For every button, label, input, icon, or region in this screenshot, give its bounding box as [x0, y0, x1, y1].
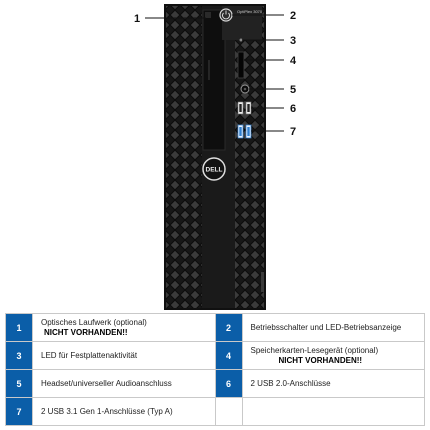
callout-4: 4: [290, 55, 297, 67]
left-grille: [166, 6, 202, 308]
callout-1: 1: [134, 13, 140, 25]
legend-number: 3: [5, 341, 33, 370]
usb2-ports: [237, 101, 252, 115]
legend-number-empty: [214, 397, 243, 426]
optical-drive-bay: [202, 9, 226, 151]
legend-description: Optisches Laufwerk (optional) NICHT VORH…: [32, 313, 216, 342]
callout-2: 2: [290, 10, 296, 22]
legend-text: LED für Festplattenaktivität: [41, 350, 138, 360]
legend-row: 7 2 USB 3.1 Gen 1-Anschlüsse (Typ A): [5, 397, 425, 426]
right-grille: [235, 6, 264, 308]
legend-note: NICHT VORHANDEN!!: [278, 355, 363, 365]
legend-row: 3 LED für Festplattenaktivität 4 Speiche…: [5, 341, 425, 370]
legend-number: 6: [214, 369, 243, 398]
legend-row: 5 Headset/universeller Audioanschluss 6 …: [5, 369, 425, 398]
legend-text: 2 USB 2.0-Anschlüsse: [250, 378, 331, 388]
power-symbol-icon: [222, 12, 230, 20]
computer-front-view-diagram: OptiPlex 3070 DELL 1 2 3: [134, 4, 297, 310]
legend-description-empty: [241, 397, 425, 426]
legend-description: 2 USB 3.1 Gen 1-Anschlüsse (Typ A): [32, 397, 216, 426]
usb3-ports: [237, 124, 252, 139]
callout-7: 7: [290, 126, 296, 138]
callout-3: 3: [290, 35, 296, 47]
legend-number: 1: [5, 313, 33, 342]
legend-table: 1 Optisches Laufwerk (optional) NICHT VO…: [5, 313, 425, 426]
brand-text: DELL: [206, 167, 223, 174]
legend-number: 2: [214, 313, 243, 342]
side-latch: [261, 272, 264, 292]
legend-number: 7: [5, 397, 33, 426]
legend-text: Betriebsschalter und LED-Betriebsanzeige: [250, 322, 402, 332]
legend-number: 5: [5, 369, 33, 398]
legend-number: 4: [214, 341, 243, 370]
legend-description: Speicherkarten-Lesegerät (optional) NICH…: [241, 341, 425, 370]
legend-description: Betriebsschalter und LED-Betriebsanzeige: [241, 313, 425, 342]
model-label: OptiPlex 3070: [237, 9, 263, 14]
legend-note: NICHT VORHANDEN!!: [44, 327, 128, 337]
callout-6: 6: [290, 103, 296, 115]
card-reader-slot: [237, 51, 245, 79]
dell-logo: DELL: [202, 157, 226, 181]
audio-jack: [240, 84, 250, 94]
top-control-panel: OptiPlex 3070: [219, 6, 263, 42]
legend-text: Headset/universeller Audioanschluss: [41, 378, 172, 388]
legend-text: 2 USB 3.1 Gen 1-Anschlüsse (Typ A): [41, 406, 173, 416]
callout-5: 5: [290, 84, 296, 96]
callout-lines: [145, 14, 284, 132]
legend-row: 1 Optisches Laufwerk (optional) NICHT VO…: [5, 313, 425, 342]
legend-text: Speicherkarten-Lesegerät (optional): [250, 345, 379, 355]
legend-description: LED für Festplattenaktivität: [32, 341, 216, 370]
hdd-activity-led: [239, 38, 243, 42]
legend-text: Optisches Laufwerk (optional): [41, 317, 147, 327]
legend-description: 2 USB 2.0-Anschlüsse: [241, 369, 425, 398]
legend-description: Headset/universeller Audioanschluss: [32, 369, 216, 398]
